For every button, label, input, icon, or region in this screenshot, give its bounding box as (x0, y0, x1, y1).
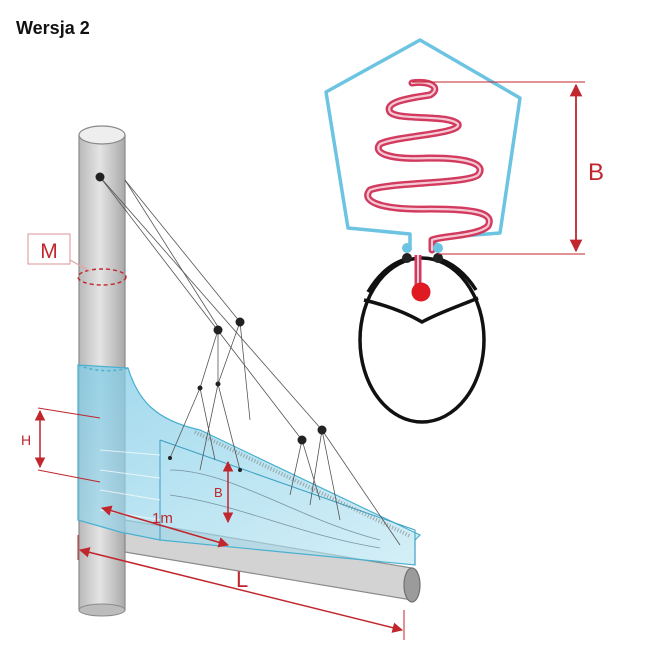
support-wires (99, 176, 401, 546)
svg-text:1m: 1m (152, 510, 173, 527)
m-label: M (27, 233, 91, 272)
connector-nubs (402, 243, 443, 263)
one-m-dimension: 1m (100, 505, 230, 548)
h-dimension: H (21, 407, 101, 483)
trap-assembly: M H B 1m L (21, 125, 422, 640)
svg-text:B: B (214, 485, 223, 500)
b-large-dimension: B (412, 81, 604, 255)
svg-text:B: B (588, 159, 604, 186)
svg-text:H: H (21, 432, 31, 448)
page-title: Wersja 2 (16, 18, 90, 38)
l-dimension: L (77, 535, 405, 640)
svg-text:M: M (40, 240, 58, 263)
wire-nodes (95, 172, 327, 472)
m-ring (77, 268, 127, 286)
heater-detail: B (324, 38, 604, 424)
svg-text:L: L (236, 567, 248, 592)
heating-wire (364, 78, 493, 302)
